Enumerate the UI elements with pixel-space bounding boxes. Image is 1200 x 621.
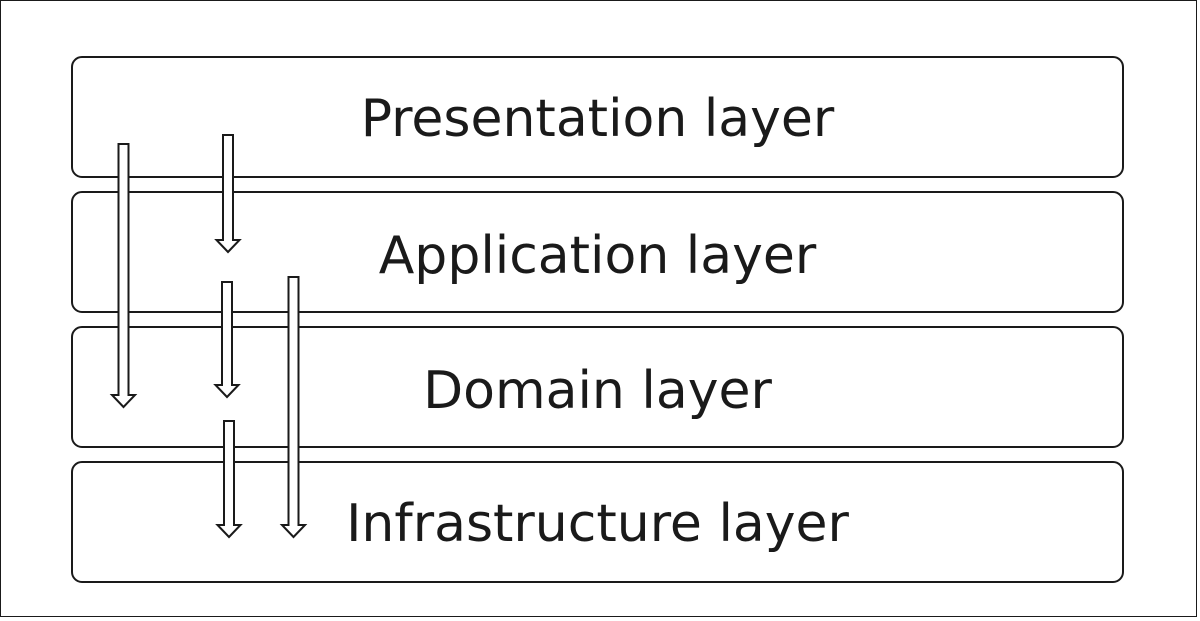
- application-layer-box: Application layer: [71, 191, 1124, 313]
- presentation-layer-box: Presentation layer: [71, 56, 1124, 178]
- presentation-layer-label: Presentation layer: [360, 89, 835, 149]
- domain-layer-box: Domain layer: [71, 326, 1124, 448]
- infrastructure-layer-box: Infrastructure layer: [71, 461, 1124, 583]
- application-layer-label: Application layer: [378, 226, 817, 286]
- infrastructure-layer-label: Infrastructure layer: [346, 494, 849, 554]
- domain-layer-label: Domain layer: [423, 361, 772, 421]
